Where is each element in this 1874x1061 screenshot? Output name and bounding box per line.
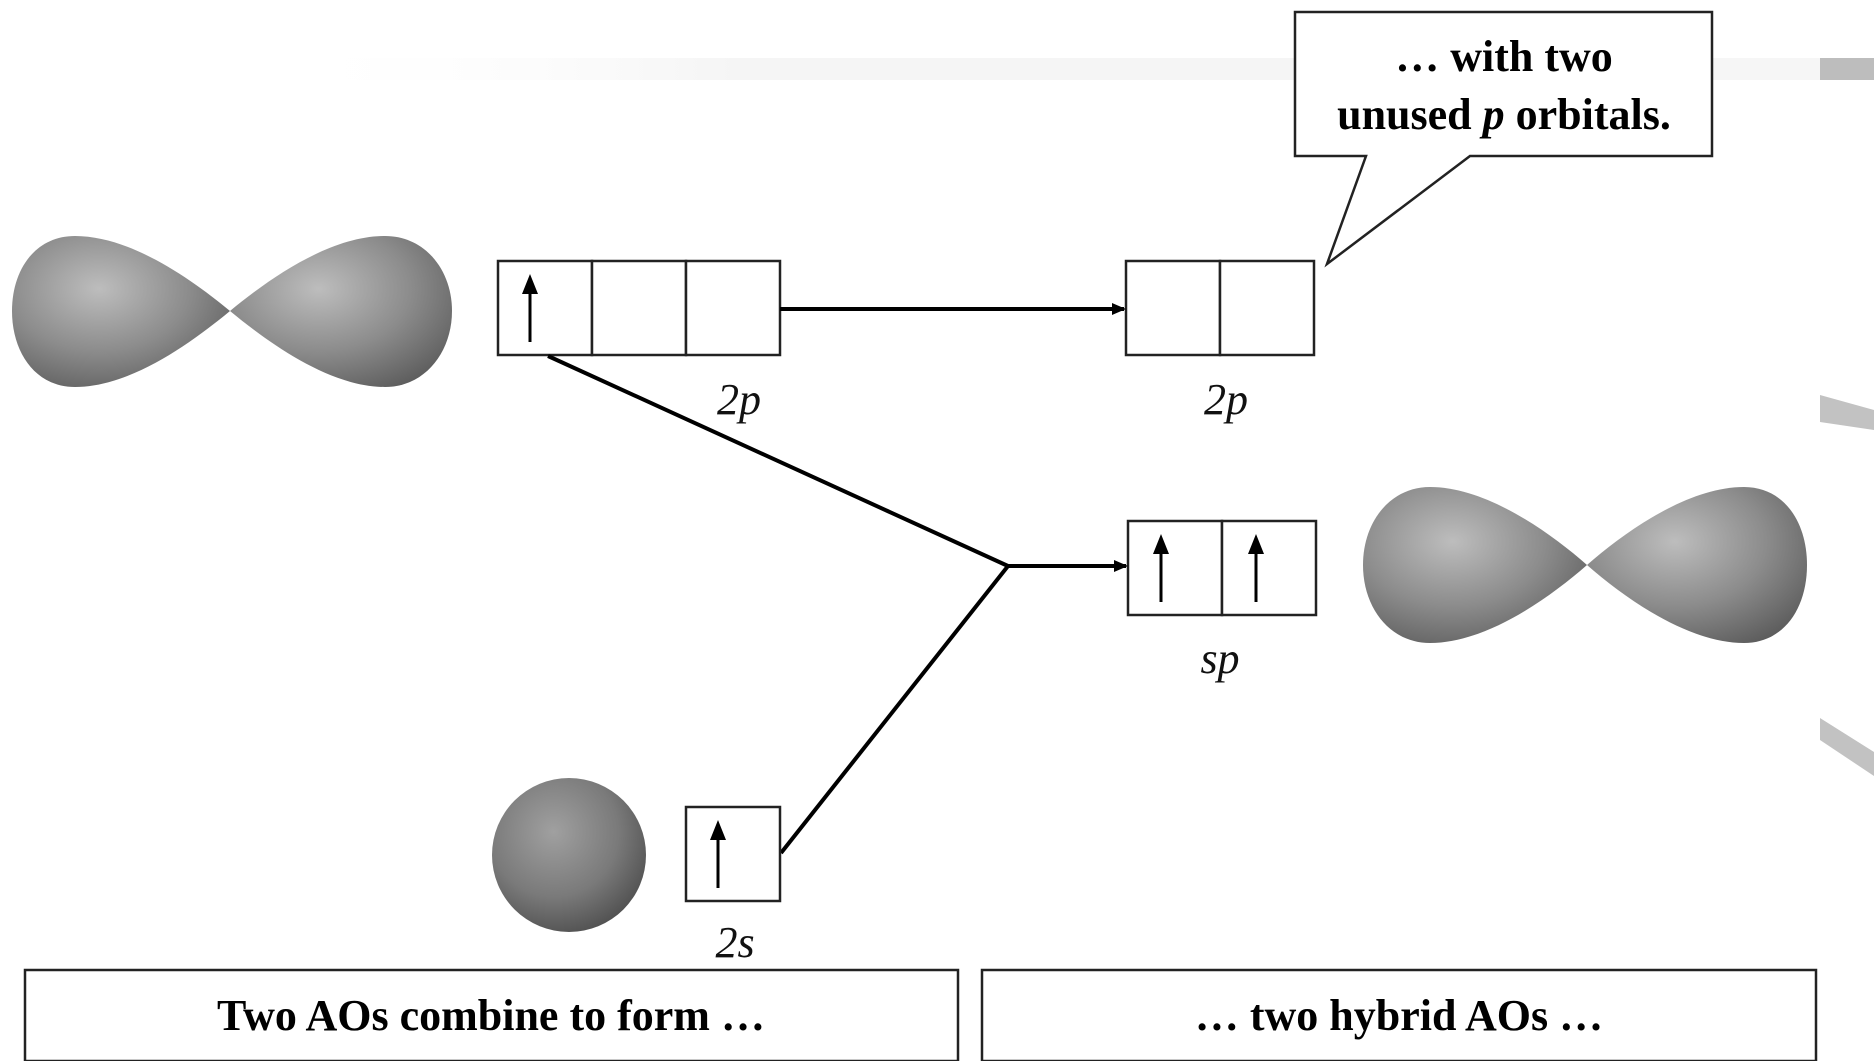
sp-lobe-right-a [1363,487,1587,643]
caption-right-text: … two hybrid AOs … [1195,991,1603,1040]
svg-text:unused p orbitals.: unused p orbitals. [1337,90,1671,139]
sp-box-2 [1220,519,1318,617]
2s-box [684,805,782,903]
2p-boxes-right [1124,259,1316,357]
2p-box-1 [496,259,594,357]
s-to-junction-line [779,564,1010,855]
s-orbital-sphere [492,778,646,932]
2s-label: 2s [715,918,754,967]
sp-lobe-right-b [1587,487,1807,643]
edge-tab-2 [1820,395,1874,430]
electron-up-arrow [522,274,538,342]
callout-line2-italic: p [1479,90,1505,139]
2p-box-3 [684,259,782,357]
2p-left-label: 2p [717,375,761,424]
sp-box-1 [1126,519,1224,617]
callout-line1: … with two [1395,32,1613,81]
2p-right-box-2 [1218,259,1316,357]
2p-right-label: 2p [1204,375,1248,424]
caption-right: … two hybrid AOs … [980,968,1818,1061]
edge-tab-1 [1820,58,1874,80]
sp-label: sp [1200,634,1239,683]
sp-orbital-lobes-right [1363,487,1807,643]
callout-bubble [1293,10,1714,268]
2p-box-2 [590,259,688,357]
2p-boxes-left [496,259,782,357]
callout-line2-suffix: orbitals. [1505,90,1671,139]
2p-right-box-1 [1124,259,1222,357]
callout-line2-prefix: unused [1337,90,1483,139]
caption-left-box [23,968,960,1061]
2s-box-group [684,805,782,903]
edge-tab-3 [1820,718,1874,776]
svg-text:… with two: … with two [1395,32,1613,81]
electron-up-arrow [710,820,726,888]
sp-boxes [1126,519,1318,617]
caption-right-box [980,968,1818,1061]
caption-left-text: Two AOs combine to form … [217,991,765,1040]
p-to-junction-line [547,354,1009,568]
p-lobe-left-a [12,236,230,387]
electron-up-arrow [1153,534,1169,602]
electron-up-arrow [1248,534,1264,602]
caption-left: Two AOs combine to form … [23,968,960,1061]
p-orbital-lobes-left [12,236,452,387]
callout: … with two unused p orbitals. [1293,10,1714,268]
p-lobe-left-b [230,236,452,387]
